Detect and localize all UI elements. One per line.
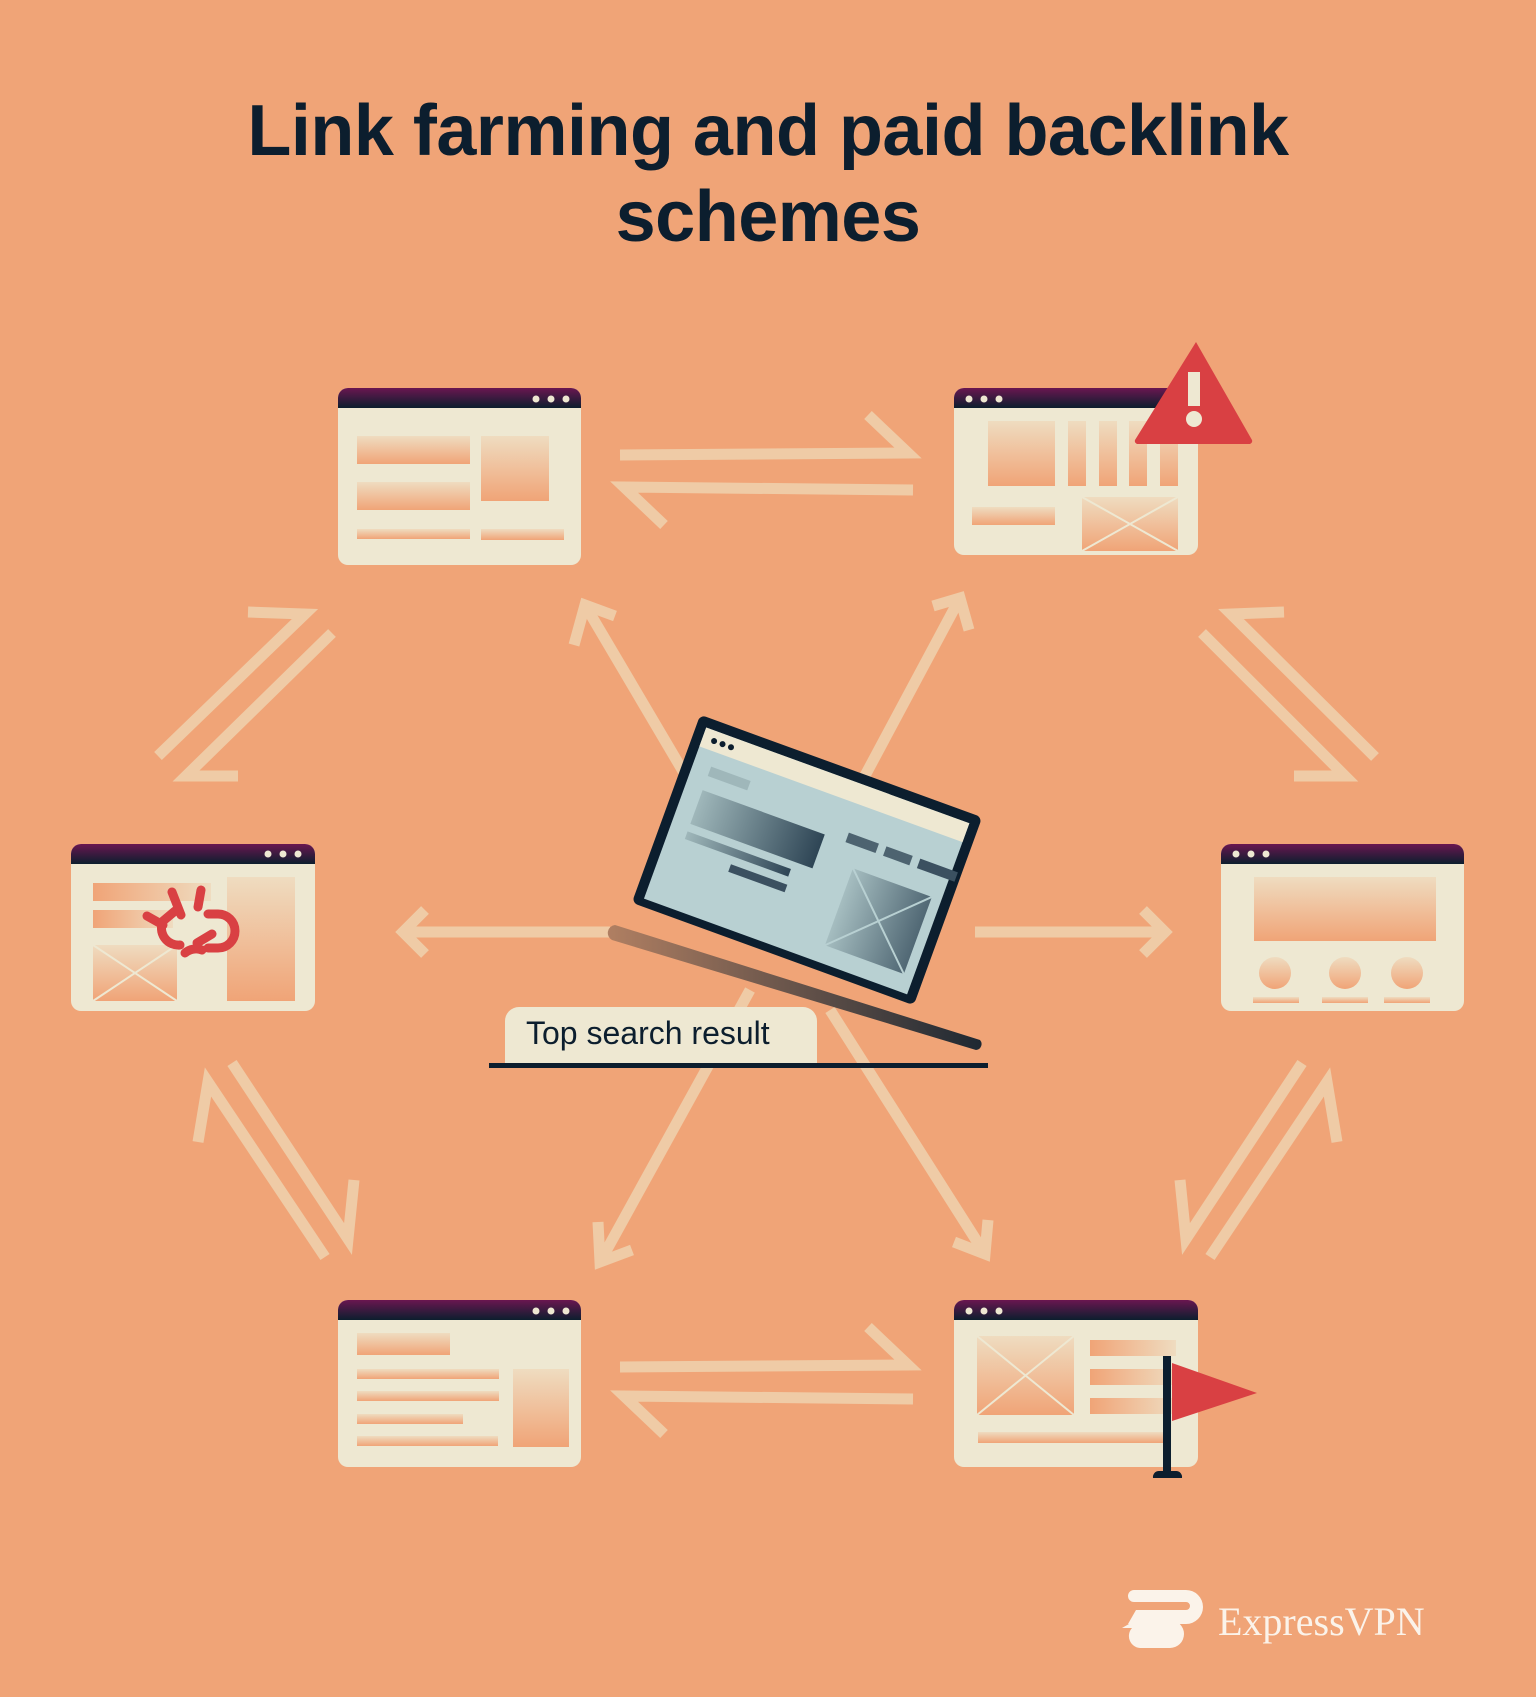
browser-window-bottom-left	[338, 1300, 581, 1467]
browser-window-bottom-right	[954, 1300, 1198, 1467]
arrow-pair-top	[610, 411, 922, 529]
expressvpn-logo-icon	[1122, 1590, 1203, 1648]
arrow-pair-upper-left	[154, 606, 336, 782]
baseline-divider	[489, 1063, 988, 1068]
arrow-pair-bottom	[610, 1323, 922, 1438]
title-line-2: schemes	[615, 177, 921, 257]
warning-triangle-icon	[1134, 342, 1253, 445]
arrows	[154, 411, 1379, 1438]
browser-window-top-left	[338, 388, 581, 565]
brand-name: ExpressVPN	[1218, 1599, 1425, 1644]
broken-link-icon	[142, 885, 240, 958]
page-title: Link farming and paid backlink schemes	[0, 88, 1536, 260]
laptop-icon	[607, 716, 982, 1050]
arrow-pair-lower-left	[192, 1059, 360, 1261]
top-search-result-label: Top search result	[526, 1015, 770, 1051]
browser-window-top-right	[954, 388, 1198, 555]
title-line-1: Link farming and paid backlink	[247, 91, 1289, 171]
arrow-pair-lower-right	[1174, 1059, 1343, 1261]
top-search-result-tab	[505, 1007, 817, 1065]
red-flag-icon	[1152, 1356, 1257, 1478]
browser-window-middle-left	[71, 844, 315, 1011]
arrow-pair-upper-right	[1198, 606, 1379, 782]
browser-window-middle-right	[1221, 844, 1464, 1011]
